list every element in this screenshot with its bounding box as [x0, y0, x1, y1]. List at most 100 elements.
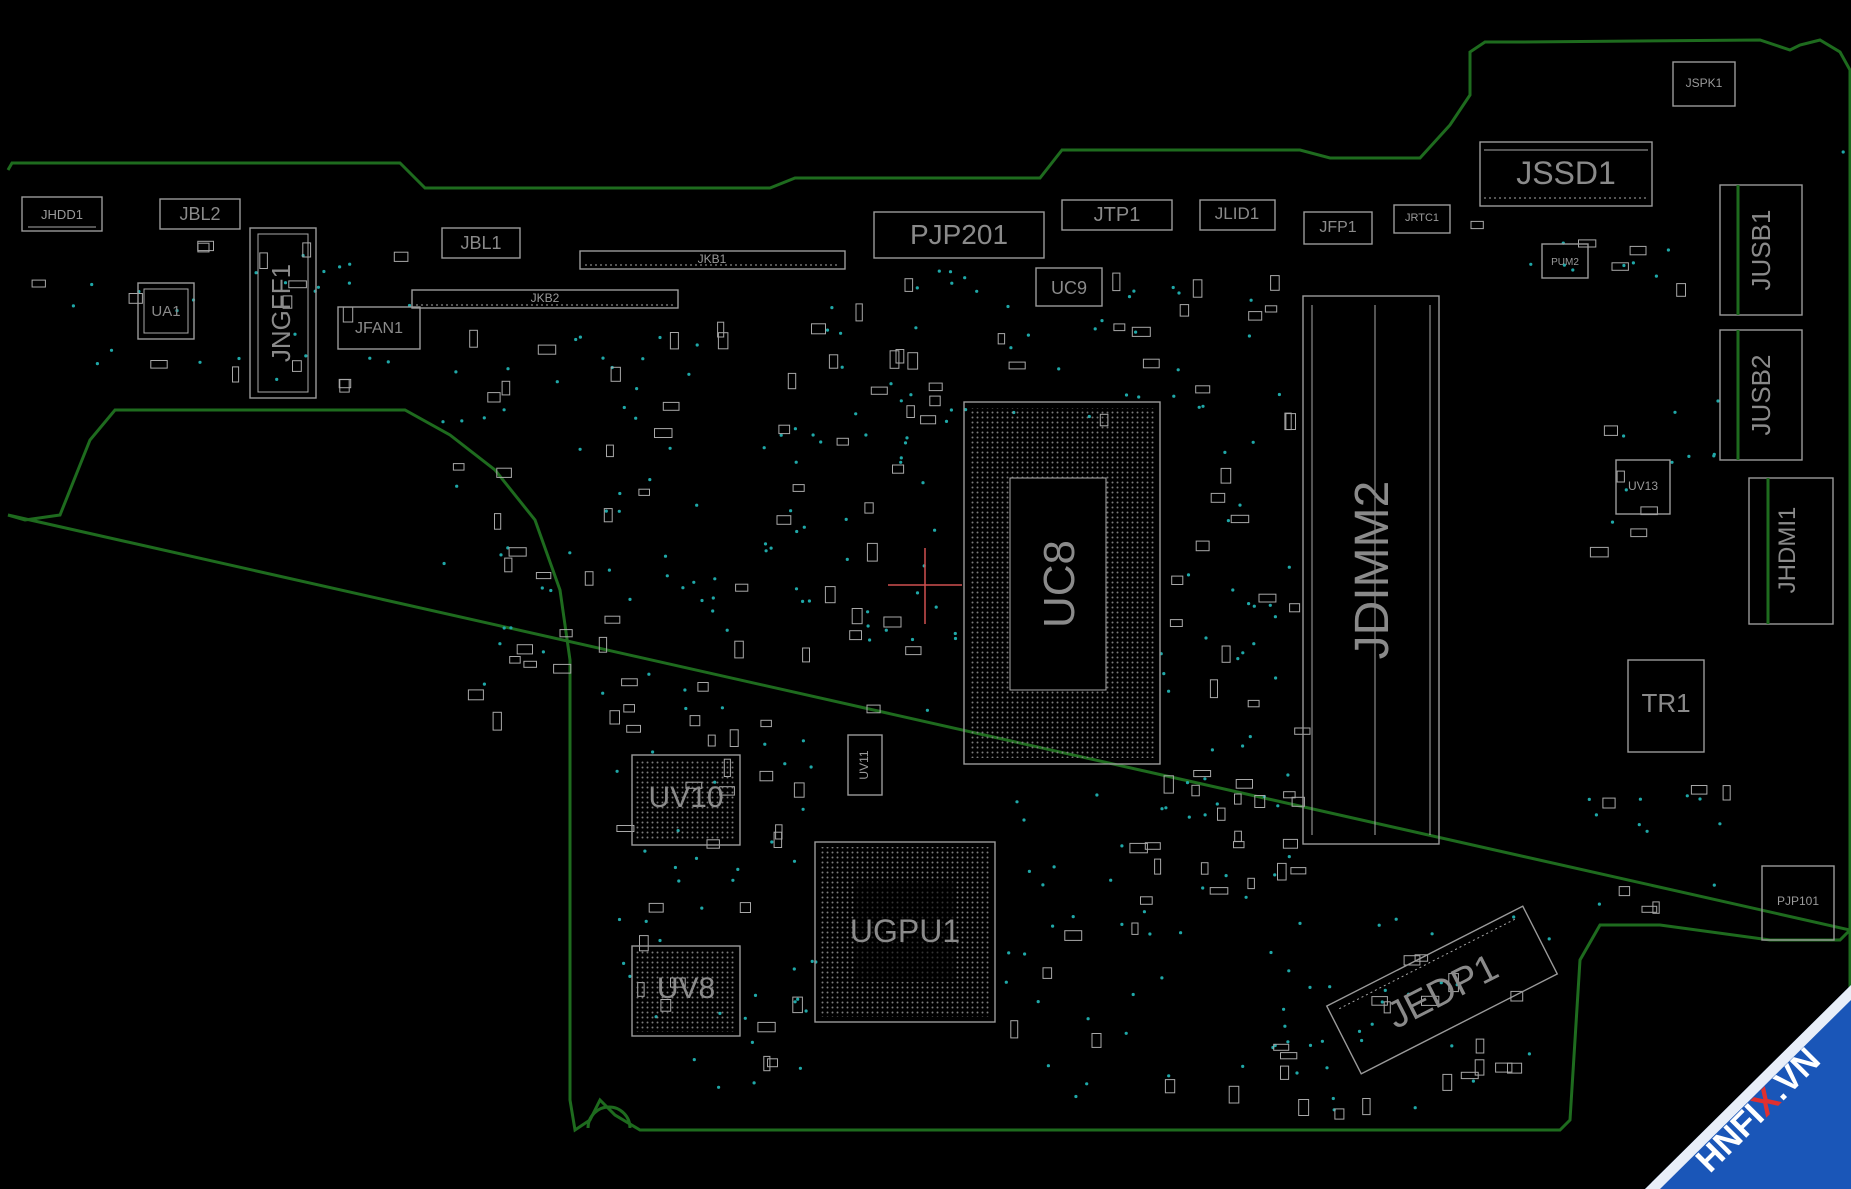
component-uv11[interactable]: UV11	[847, 734, 883, 796]
passive-part	[1140, 896, 1153, 905]
via	[779, 433, 783, 437]
via	[764, 549, 768, 553]
passive-part	[559, 629, 573, 638]
via	[1716, 399, 1720, 403]
via	[460, 419, 464, 423]
passive-part	[735, 583, 749, 592]
passive-part	[606, 444, 614, 458]
component-pum2[interactable]: PUM2	[1541, 243, 1589, 279]
passive-part	[1611, 262, 1629, 271]
via	[783, 762, 787, 766]
via	[1383, 988, 1387, 993]
component-jusb2[interactable]: JUSB2	[1719, 329, 1803, 461]
passive-part	[1220, 467, 1232, 484]
passive-part	[292, 360, 302, 372]
passive-part	[469, 329, 478, 348]
passive-part	[523, 660, 538, 668]
component-ugpu1[interactable]: UGPU1	[814, 841, 996, 1023]
passive-part	[1248, 311, 1263, 321]
passive-part	[776, 515, 792, 525]
via	[694, 856, 699, 861]
passive-part	[1403, 955, 1421, 966]
component-jrtc1[interactable]: JRTC1	[1393, 204, 1451, 234]
passive-part	[904, 278, 914, 292]
component-jlid1[interactable]: JLID1	[1199, 199, 1276, 231]
component-jhdd1[interactable]: JHDD1	[21, 196, 103, 232]
passive-part	[1290, 867, 1307, 875]
via	[713, 577, 717, 581]
via	[455, 484, 459, 488]
via	[769, 546, 773, 550]
via	[1328, 985, 1332, 989]
component-jfan1[interactable]: JFAN1	[337, 306, 421, 350]
component-jkb1[interactable]: JKB1	[579, 250, 846, 270]
via	[322, 269, 326, 274]
via	[830, 306, 834, 310]
via	[1687, 454, 1691, 458]
component-jbl2[interactable]: JBL2	[159, 198, 241, 230]
passive-part	[836, 437, 849, 446]
passive-part	[824, 586, 836, 604]
component-jngff1[interactable]: JNGFF1	[249, 227, 317, 399]
component-pjp101[interactable]: PJP101	[1761, 865, 1835, 941]
component-uc8[interactable]: UC8	[963, 401, 1161, 765]
component-jkb2[interactable]: JKB2	[411, 289, 679, 309]
via	[1131, 992, 1135, 997]
passive-part	[1010, 1020, 1019, 1039]
via	[681, 586, 685, 590]
component-jdimm2[interactable]: JDIMM2	[1302, 295, 1440, 845]
component-jusb1[interactable]: JUSB1	[1719, 184, 1803, 316]
passive-part	[717, 332, 729, 350]
component-jhdmi1[interactable]: JHDMI1	[1748, 477, 1834, 625]
via	[1287, 855, 1291, 859]
label-jhdmi1: JHDMI1	[1774, 507, 1801, 594]
via	[1624, 488, 1628, 492]
via	[1086, 1017, 1090, 1021]
passive-part	[1630, 528, 1648, 538]
passive-part	[535, 572, 552, 580]
component-tr1[interactable]: TR1	[1627, 659, 1705, 753]
via	[866, 610, 870, 614]
passive-part	[1676, 283, 1686, 297]
passive-part	[603, 508, 613, 523]
passive-part	[609, 710, 620, 725]
component-jtp1[interactable]: JTP1	[1061, 199, 1173, 231]
label-jssd1: JSSD1	[1516, 155, 1616, 191]
via	[347, 281, 351, 285]
label-jkb2: JKB2	[531, 291, 560, 305]
via	[628, 597, 632, 602]
via	[1203, 777, 1207, 781]
passive-part	[864, 502, 874, 514]
component-uc9[interactable]: UC9	[1035, 267, 1103, 307]
component-uv8[interactable]: UV8	[631, 945, 741, 1037]
passive-part	[288, 280, 307, 289]
component-jspk1[interactable]: JSPK1	[1672, 61, 1736, 107]
via	[1645, 829, 1649, 833]
via	[555, 380, 559, 384]
component-jssd1[interactable]: JSSD1	[1479, 141, 1653, 207]
component-pjp201[interactable]: PJP201	[873, 211, 1045, 259]
passive-part	[689, 715, 701, 727]
label-uv10: UV10	[648, 781, 723, 814]
via	[668, 446, 672, 450]
via	[910, 637, 915, 642]
via	[736, 867, 740, 872]
via	[1109, 878, 1113, 882]
passive-part	[1421, 995, 1440, 1006]
component-uv13[interactable]: UV13	[1615, 459, 1671, 515]
via	[574, 337, 578, 342]
component-jfp1[interactable]: JFP1	[1303, 211, 1373, 245]
via	[825, 328, 830, 332]
component-uv10[interactable]: UV10	[631, 754, 741, 846]
passive-part	[1192, 279, 1203, 298]
passive-part	[707, 734, 716, 747]
passive-part	[598, 636, 608, 653]
passive-part	[1334, 1108, 1345, 1120]
label-jlid1: JLID1	[1215, 204, 1259, 223]
component-ua1[interactable]: UA1	[137, 282, 195, 340]
via	[1841, 150, 1845, 154]
via	[1407, 992, 1411, 996]
component-jbl1[interactable]: JBL1	[441, 227, 521, 259]
via	[651, 750, 655, 754]
